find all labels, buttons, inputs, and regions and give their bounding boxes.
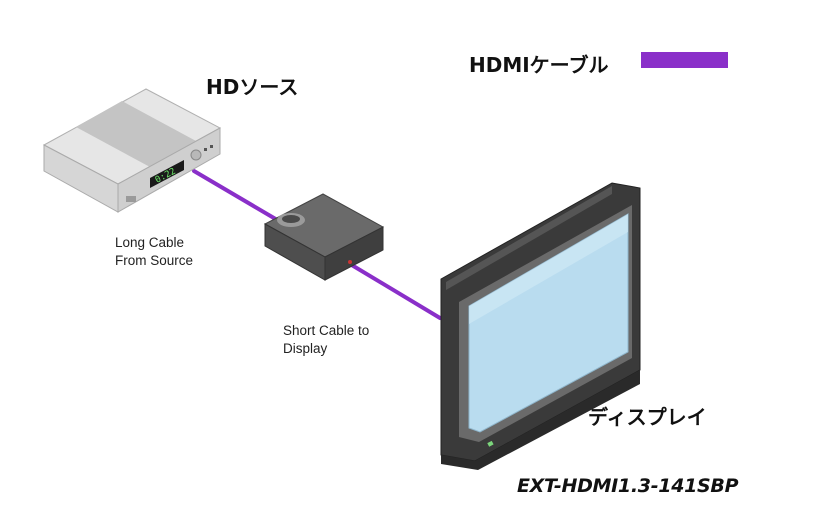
model-number: EXT-HDMI1.3-141SBP: [517, 475, 739, 497]
long-cable-label-line1: Long Cable: [115, 235, 185, 250]
short-cable-label-line2: Display: [283, 341, 328, 356]
hd-source-device: 0:22: [42, 88, 222, 213]
short-cable-label-line1: Short Cable to: [283, 323, 370, 338]
source-label: HDソース: [206, 75, 299, 99]
display-monitor: [440, 182, 641, 470]
long-cable-label: Long Cable From Source: [115, 234, 193, 270]
hdmi-extender-device: [263, 193, 385, 281]
cable-legend-label: HDMIケーブル: [469, 53, 609, 77]
display-label: ディスプレイ: [588, 405, 707, 429]
long-cable: [192, 169, 281, 223]
cable-legend-swatch: [641, 52, 728, 68]
long-cable-label-line2: From Source: [115, 253, 194, 268]
short-cable: [348, 262, 442, 320]
short-cable-label: Short Cable to Display: [283, 322, 369, 358]
